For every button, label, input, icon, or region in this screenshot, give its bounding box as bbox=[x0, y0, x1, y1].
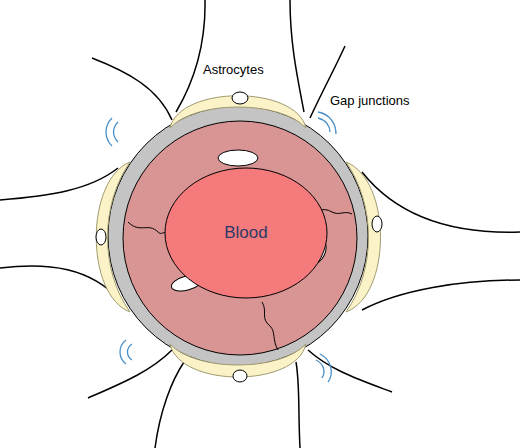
blood-ellipse bbox=[165, 168, 327, 298]
node-label: Blood bbox=[224, 223, 267, 243]
basement-membrane bbox=[108, 106, 368, 366]
astrocyte-endfoot bbox=[96, 96, 380, 377]
nucleus bbox=[96, 92, 382, 382]
part-label: Gap junctions bbox=[330, 93, 410, 108]
blood-lumen: Blood bbox=[164, 167, 328, 299]
part-label: Astrocytes bbox=[203, 62, 264, 77]
endothelial-ring bbox=[123, 121, 357, 355]
gap-junction-mark bbox=[106, 112, 336, 382]
